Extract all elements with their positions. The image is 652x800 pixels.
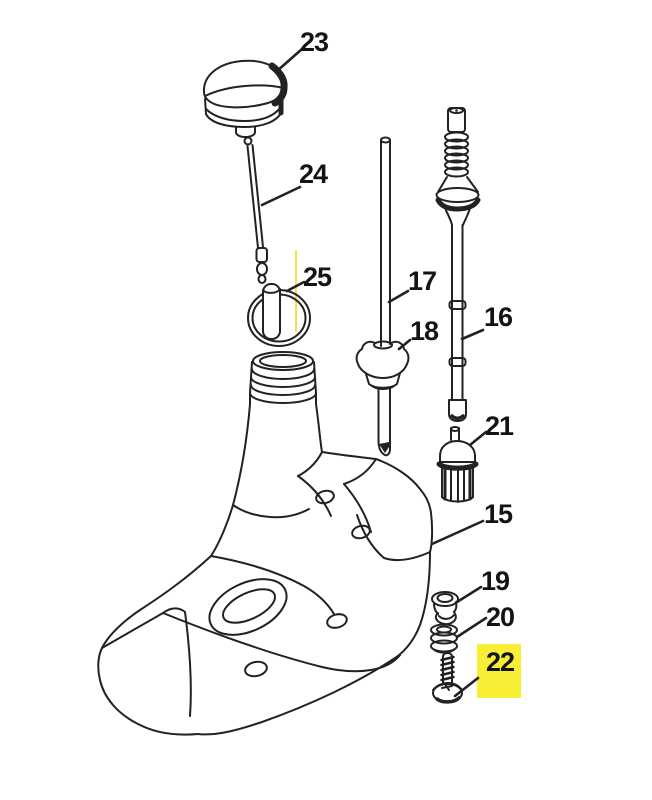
- leader-18: [397, 338, 412, 351]
- part-label-25: 25: [303, 262, 332, 292]
- part-22-screw: [432, 652, 463, 704]
- leader-20: [455, 616, 488, 639]
- leader-17: [387, 289, 410, 304]
- leader-19: [455, 585, 483, 604]
- part-label-17: 17: [408, 266, 437, 296]
- part-label-23: 23: [300, 27, 329, 57]
- leader-24: [260, 185, 302, 207]
- part-22-highlight-box: [477, 644, 521, 698]
- part-label-15: 15: [484, 499, 513, 529]
- part-19-bushing: [431, 591, 459, 626]
- leader-25: [285, 280, 306, 293]
- part-label-21: 21: [485, 411, 514, 441]
- part-23-fuel-cap: [202, 59, 288, 146]
- part-label-24: 24: [299, 159, 328, 189]
- leader-23: [275, 47, 304, 73]
- leader-21: [468, 430, 488, 447]
- part-label-18: 18: [410, 316, 439, 346]
- part-17-tube: [380, 136, 391, 347]
- leader-16: [460, 328, 485, 341]
- leader-lines: [260, 47, 488, 698]
- part-label-22: 22: [486, 647, 515, 677]
- leader-22: [453, 676, 480, 698]
- part-15-fuel-tank: [97, 351, 434, 736]
- part-label-20: 20: [486, 602, 515, 632]
- part-21-fuel-filter: [436, 426, 479, 503]
- part-16-hose-assembly: [435, 107, 481, 422]
- part-24-cap-retainer: [246, 144, 268, 276]
- part-25-retainer-pin: [247, 274, 311, 347]
- part-18-grommet: [355, 340, 410, 457]
- part-20-grommet-sleeve: [430, 623, 458, 654]
- part-label-19: 19: [481, 566, 510, 596]
- leader-15: [430, 519, 485, 546]
- part-label-16: 16: [484, 302, 513, 332]
